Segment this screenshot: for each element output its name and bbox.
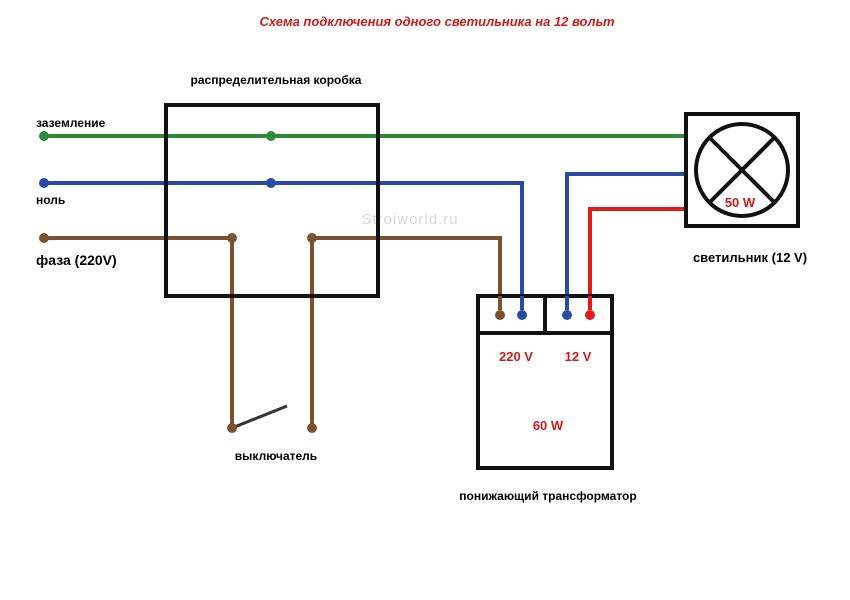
input-voltage-label: 220 V <box>499 349 533 364</box>
output-terminal-blue <box>562 310 572 320</box>
junction-box <box>164 103 380 298</box>
input-terminal-neutral <box>517 310 527 320</box>
switched-phase-wire <box>307 233 505 428</box>
transformer-label: понижающий трансформатор <box>459 489 636 503</box>
ground-wire <box>39 131 686 141</box>
transformer-power-label: 60 W <box>533 418 564 433</box>
output-terminal-red <box>585 310 595 320</box>
ground-label: заземление <box>36 116 106 130</box>
neutral-label: ноль <box>36 193 65 207</box>
junction-box-label: распределительная коробка <box>191 73 362 87</box>
diagram-title: Схема подключения одного светильника на … <box>259 14 615 29</box>
lamp-label: светильник (12 V) <box>693 250 807 265</box>
lamp <box>684 112 800 228</box>
switch-symbol <box>227 404 317 433</box>
output-voltage-label: 12 V <box>565 349 592 364</box>
transformer <box>476 294 614 470</box>
input-terminal-phase <box>495 310 505 320</box>
neutral-wire <box>39 178 527 320</box>
phase-label: фаза (220V) <box>36 252 117 268</box>
switch-label: выключатель <box>235 449 317 463</box>
phase-wire <box>39 233 237 428</box>
lamp-power-label: 50 W <box>725 195 756 210</box>
watermark: Stroiworld.ru <box>361 211 458 228</box>
